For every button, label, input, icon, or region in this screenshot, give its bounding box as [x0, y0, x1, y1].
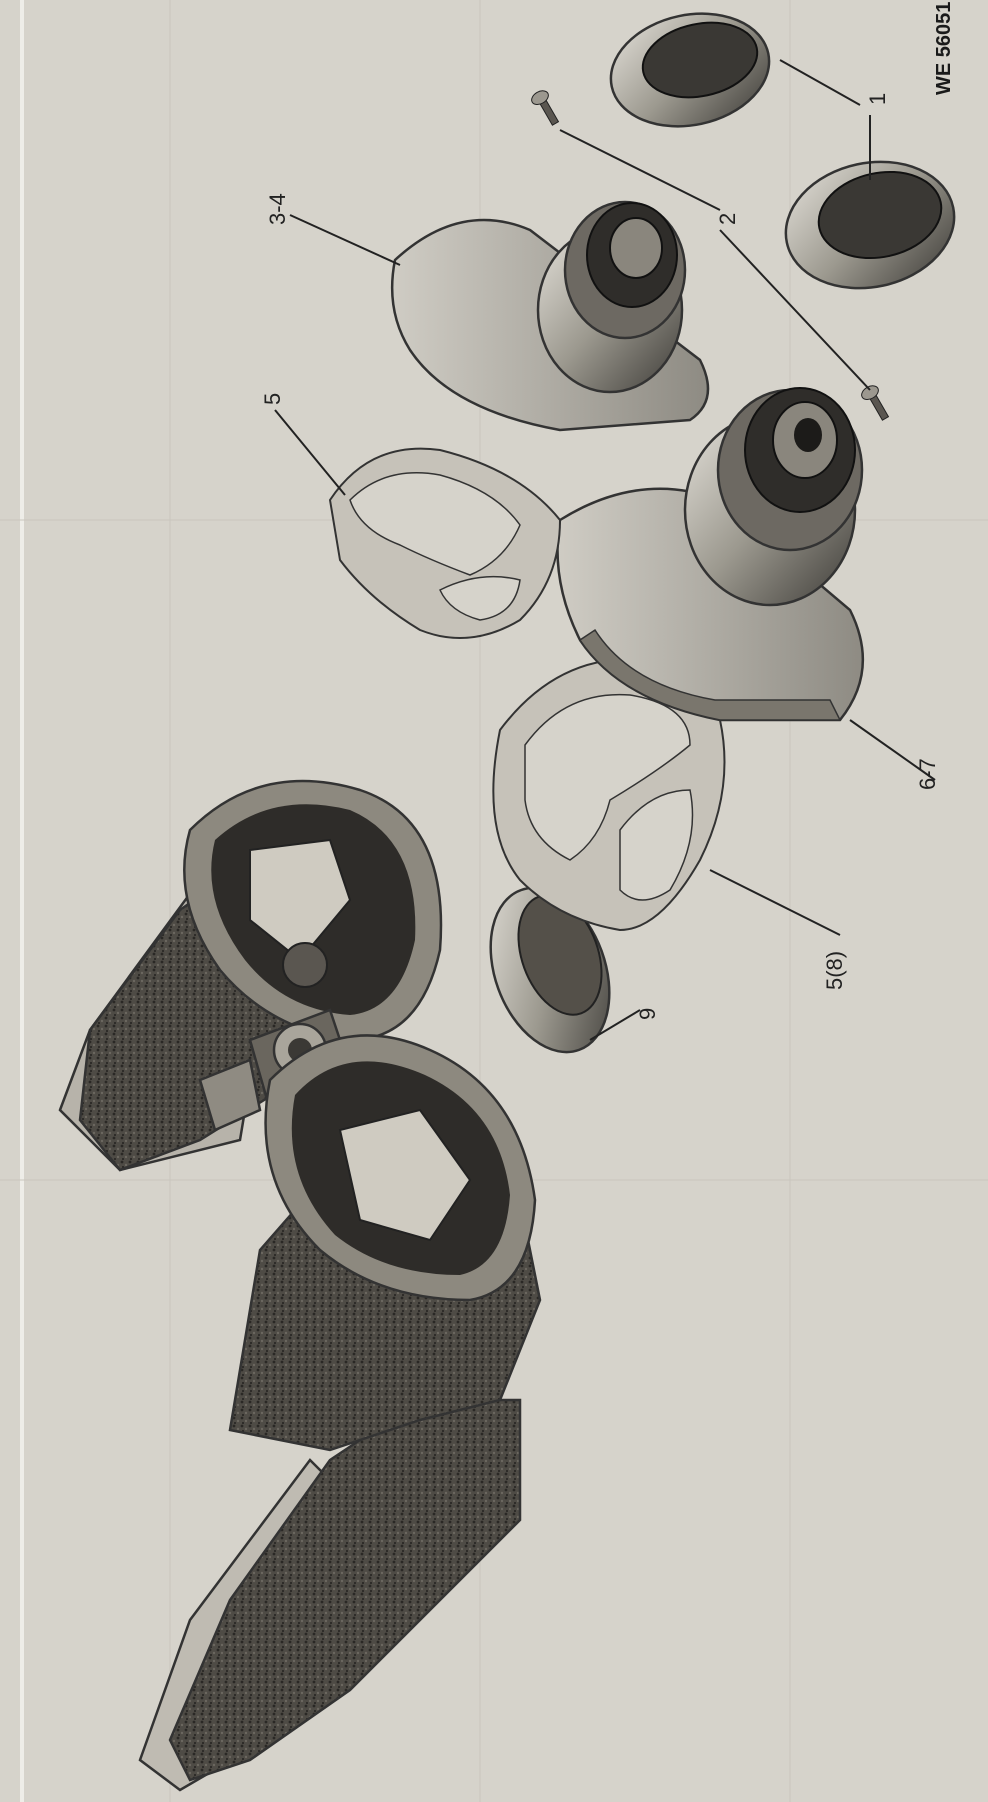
page-edge	[20, 0, 24, 1802]
callout-1: 1	[865, 93, 890, 105]
callout-9: 9	[635, 1008, 660, 1020]
callout-3-4: 3-4	[265, 193, 290, 225]
callout-5-8: 5(8)	[822, 951, 847, 990]
figure-id: WE 56051	[933, 2, 955, 95]
callout-5: 5	[260, 393, 285, 405]
callout-6-7: 6-7	[915, 758, 940, 790]
callout-2: 2	[715, 213, 740, 225]
